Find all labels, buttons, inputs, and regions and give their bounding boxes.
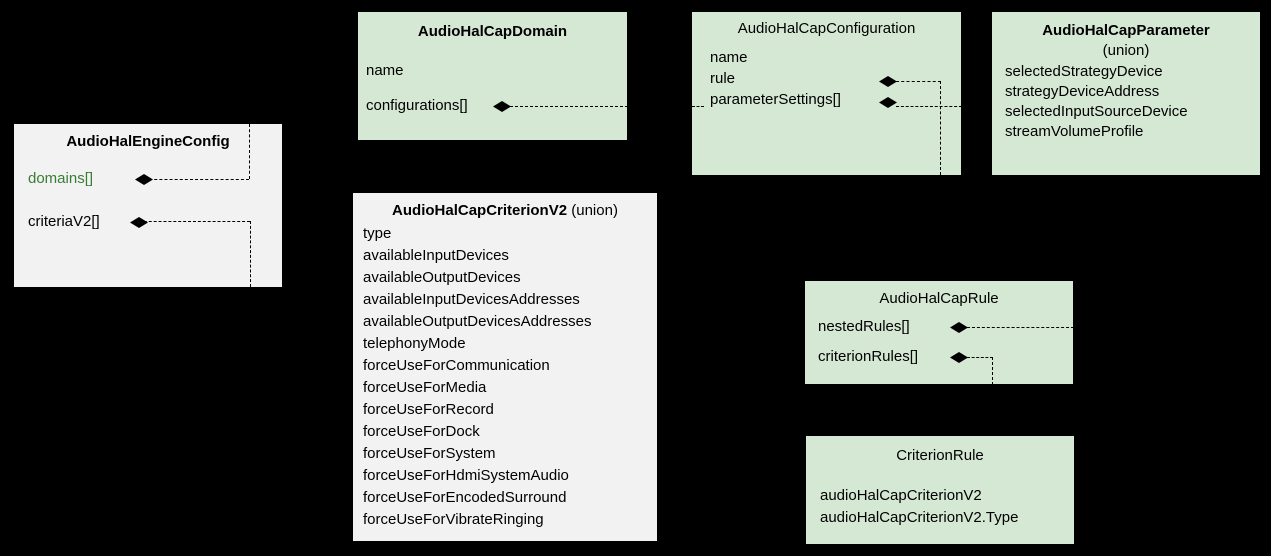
class-box-audio-hal-cap-parameter[interactable]: AudioHalCapParameter (union) selectedStr… [991,11,1261,176]
class-title-text: AudioHalCapCriterionV2 [392,202,568,219]
class-box-audio-hal-cap-domain[interactable]: AudioHalCapDomain name configurations[] [357,11,628,141]
class-box-audio-hal-cap-criterion-v2[interactable]: AudioHalCapCriterionV2 (union) type avai… [352,192,658,542]
attr-type: type [363,225,392,242]
connector-parameter-settings-horizontal [896,106,962,107]
attr-strategy-device-address: strategyDeviceAddress [1005,83,1160,100]
aggregation-diamond-rule [879,76,897,87]
attr-selected-input-source-device: selectedInputSourceDevice [1005,103,1188,120]
class-title-audio-hal-cap-rule: AudioHalCapRule [879,290,999,307]
attr-name-configuration: name [710,49,748,66]
class-title-suffix-criterion: (union) [571,202,618,219]
aggregation-diamond-nested-rules [950,322,968,333]
connector-criterion-rules-vertical [992,357,993,385]
attr-telephony-mode: telephonyMode [363,335,466,352]
connector-rule-horizontal [896,81,941,82]
class-title-audio-hal-engine-config: AudioHalEngineConfig [66,133,230,150]
attr-selected-strategy-device: selectedStrategyDevice [1005,63,1163,80]
attr-available-input-devices: availableInputDevices [363,247,509,264]
attr-stream-volume-profile: streamVolumeProfile [1005,123,1144,140]
connector-configurations-horizontal [510,106,628,107]
aggregation-diamond-criterion-rules [950,352,968,363]
attr-available-output-devices-addresses: availableOutputDevicesAddresses [363,313,592,330]
class-box-audio-hal-engine-config[interactable]: AudioHalEngineConfig domains[] criteriaV… [13,123,283,288]
class-title-audio-hal-cap-criterion-v2: AudioHalCapCriterionV2 (union) [353,202,657,220]
attr-force-use-for-vibrate-ringing: forceUseForVibrateRinging [363,511,544,528]
connector-domains-vertical [249,124,250,179]
attr-force-use-for-system: forceUseForSystem [363,445,496,462]
aggregation-diamond-criteria-v2 [130,217,148,228]
class-title-text: AudioHalCapParameter [1042,22,1210,39]
attr-parameter-settings: parameterSettings[] [710,91,841,108]
attr-criterion-rules: criterionRules[] [818,348,919,365]
attr-criteria-v2: criteriaV2[] [28,213,100,230]
attr-audio-hal-cap-criterion-v2-type: audioHalCapCriterionV2.Type [820,509,1019,526]
class-title-criterion-rule: CriterionRule [896,447,984,464]
attr-rule: rule [710,70,736,87]
class-box-criterion-rule[interactable]: CriterionRule audioHalCapCriterionV2 aud… [805,435,1075,545]
connector-criteria-vertical [250,221,251,287]
connector-rule-vertical [940,81,941,175]
attr-force-use-for-hdmi-system-audio: forceUseForHdmiSystemAudio [363,467,569,484]
connector-domains-horizontal [139,179,249,180]
class-box-audio-hal-cap-configuration[interactable]: AudioHalCapConfiguration name rule param… [691,11,962,176]
class-box-audio-hal-cap-rule[interactable]: AudioHalCapRule nestedRules[] criterionR… [804,280,1074,385]
attr-force-use-for-encoded-surround: forceUseForEncodedSurround [363,489,567,506]
connector-criterion-rules-horizontal [967,357,993,358]
aggregation-diamond-configurations [493,101,511,112]
attr-force-use-for-dock: forceUseForDock [363,423,480,440]
attr-domains: domains[] [28,170,94,187]
attr-available-output-devices: availableOutputDevices [363,269,521,286]
connector-criteria-horizontal [134,221,250,222]
class-title-audio-hal-cap-configuration: AudioHalCapConfiguration [737,20,916,37]
attr-force-use-for-communication: forceUseForCommunication [363,357,550,374]
attr-force-use-for-record: forceUseForRecord [363,401,494,418]
connector-nested-rules-horizontal [967,327,1074,328]
aggregation-diamond-parameter-settings [879,97,897,108]
class-title-suffix-parameter: (union) [1102,42,1150,59]
attr-audio-hal-cap-criterion-v2: audioHalCapCriterionV2 [820,487,982,504]
attr-nested-rules: nestedRules[] [818,318,910,335]
attr-force-use-for-media: forceUseForMedia [363,379,487,396]
attr-configurations: configurations[] [366,97,468,114]
attr-available-input-devices-addresses: availableInputDevicesAddresses [363,291,580,308]
connector-configurations-stub [692,106,704,107]
class-title-audio-hal-cap-domain: AudioHalCapDomain [417,23,568,40]
attr-name-domain: name [366,62,404,79]
class-title-audio-hal-cap-parameter: AudioHalCapParameter [992,22,1260,40]
